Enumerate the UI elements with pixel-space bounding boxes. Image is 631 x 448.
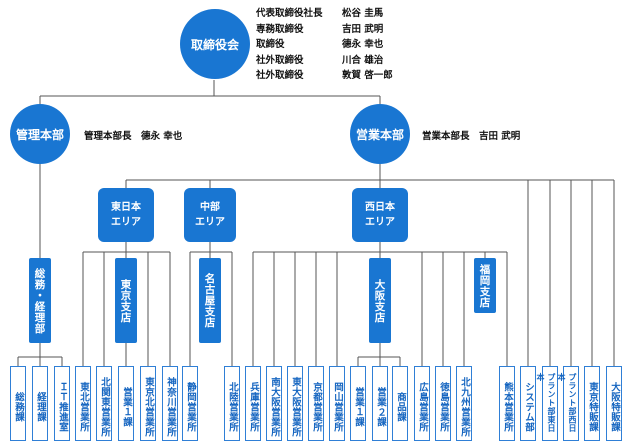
- unit-box: 東京特販課: [584, 366, 600, 441]
- management-division-label: 管理本部: [15, 127, 64, 142]
- sales-division-label: 営業本部: [355, 127, 404, 142]
- management-head: 管理本部長 德永 幸也: [84, 131, 183, 142]
- unit-box: 大阪特販課: [606, 366, 622, 441]
- board-member: 取締役德永 幸也: [256, 39, 384, 50]
- unit-box: 北関東営業所: [96, 366, 112, 441]
- unit-box: 広島営業所: [414, 366, 430, 441]
- unit-box: 東京北営業所: [140, 366, 156, 441]
- unit-box: プラント部東日本: [536, 366, 558, 441]
- board-node: 取締役会: [180, 9, 250, 79]
- sales-division-node: 営業本部: [350, 104, 410, 164]
- unit-box: 神奈川営業所: [162, 366, 178, 441]
- dept-general-affairs: 総務・経理部: [29, 258, 51, 343]
- board-member: 社外取締役敦賀 啓一郎: [256, 70, 393, 81]
- unit-box: 兵庫営業所: [245, 366, 261, 441]
- unit-box: 岡山営業所: [329, 366, 345, 441]
- area-west: 西日本 エリア: [352, 188, 408, 242]
- unit-box: 南大阪営業所: [266, 366, 282, 441]
- area-chubu: 中部 エリア: [184, 188, 236, 242]
- unit-box: 京都営業所: [308, 366, 324, 441]
- board-label: 取締役会: [190, 37, 239, 52]
- unit-box: 静岡営業所: [182, 366, 198, 441]
- unit-box: 総務課: [10, 366, 26, 441]
- unit-box: 東大阪営業所: [287, 366, 303, 441]
- unit-box: プラント部西日本: [557, 366, 579, 441]
- unit-box: システム部: [520, 366, 536, 441]
- connector-lines: [17, 80, 615, 366]
- unit-box: 北九州営業所: [456, 366, 472, 441]
- unit-box: 徳島営業所: [435, 366, 451, 441]
- unit-box: 商品課: [392, 366, 408, 441]
- branch-osaka: 大阪支店: [369, 258, 391, 343]
- management-division-node: 管理本部: [10, 104, 70, 164]
- unit-box: 北陸営業所: [224, 366, 240, 441]
- branch-nagoya: 名古屋支店: [199, 258, 221, 343]
- area-east: 東日本 エリア: [98, 188, 154, 242]
- unit-box: 営業１課: [350, 366, 366, 441]
- unit-box: 経理課: [32, 366, 48, 441]
- unit-box: ＩＴ推進室: [54, 366, 70, 441]
- board-member: 専務取締役吉田 武明: [256, 23, 384, 35]
- board-member-list: 代表取締役社長松谷 圭馬 専務取締役吉田 武明 取締役德永 幸也 社外取締役川合…: [256, 6, 393, 84]
- branch-tokyo: 東京支店: [115, 258, 137, 343]
- unit-box: 営業１課: [118, 366, 134, 441]
- unit-box: 営業２課: [372, 366, 388, 441]
- sales-head: 営業本部長 吉田 武明: [422, 131, 521, 142]
- board-member: 社外取締役川合 雄治: [256, 54, 384, 66]
- unit-box: 東北営業所: [75, 366, 91, 441]
- branch-fukuoka: 福岡支店: [474, 258, 496, 313]
- unit-box: 熊本営業所: [499, 366, 515, 441]
- board-member: 代表取締役社長松谷 圭馬: [256, 8, 384, 19]
